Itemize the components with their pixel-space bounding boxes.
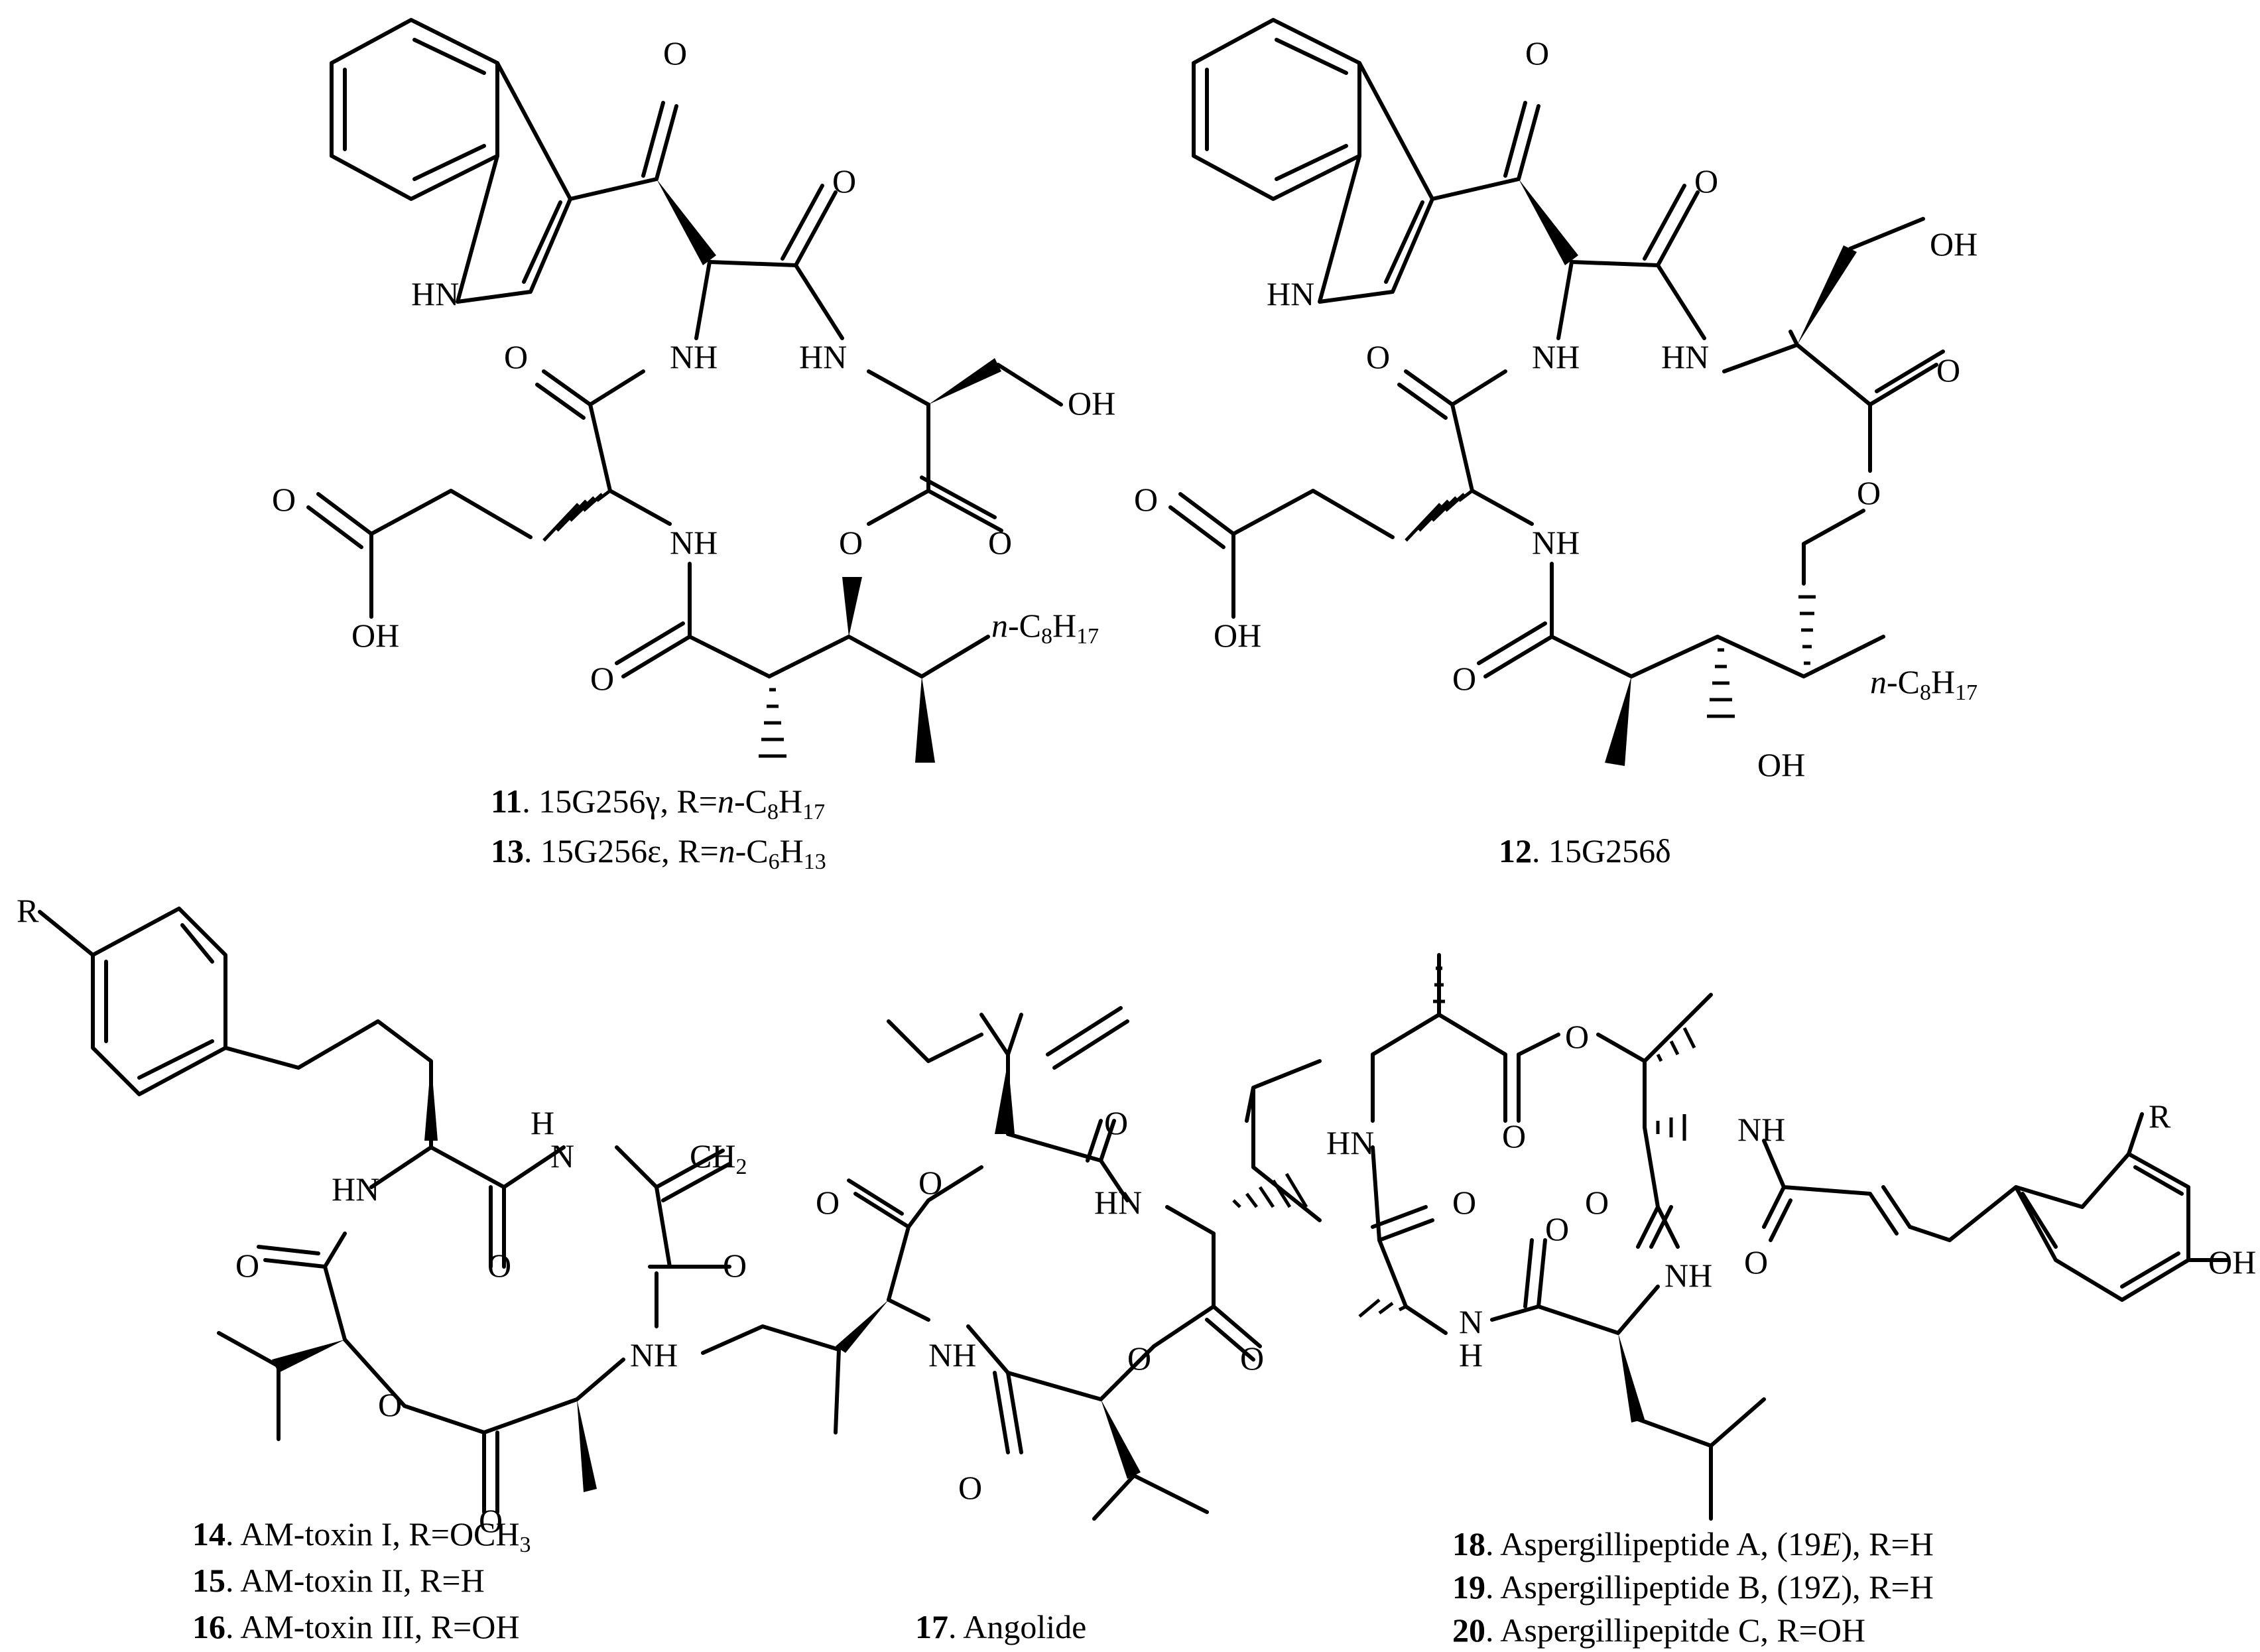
nh-label: NH bbox=[1532, 524, 1580, 561]
structure-12: O O OH HN NH HN O O O O NH OH O OH n-C8H… bbox=[1134, 18, 1978, 869]
hn-label: HN bbox=[332, 1171, 379, 1208]
oxygen-label: O bbox=[1525, 34, 1549, 72]
caption-17: 17. Angolide bbox=[915, 1608, 1086, 1645]
oxygen-label: O bbox=[1565, 1018, 1589, 1055]
nh-label: NH bbox=[1737, 1111, 1785, 1148]
ch2-label: CH2 bbox=[690, 1137, 747, 1179]
oxygen-label: O bbox=[235, 1247, 259, 1284]
hn-label: HN bbox=[799, 338, 847, 375]
n-c8h17-label: n-C8H17 bbox=[1870, 663, 1978, 705]
oh-label: OH bbox=[1214, 617, 1261, 654]
oxygen-label: O bbox=[1694, 162, 1718, 200]
r-label: R bbox=[17, 892, 39, 929]
oxygen-label: O bbox=[1104, 1104, 1128, 1141]
oh-label: OH bbox=[1757, 746, 1805, 783]
oxygen-label: O bbox=[504, 338, 528, 375]
oxygen-label: O bbox=[832, 162, 856, 200]
oxygen-label: O bbox=[1452, 1184, 1476, 1221]
oh-label: OH bbox=[1930, 225, 1978, 263]
oxygen-label: O bbox=[1366, 338, 1390, 375]
h-label: H bbox=[531, 1104, 554, 1141]
oxygen-label: O bbox=[1857, 474, 1881, 511]
oh-label: OH bbox=[2208, 1243, 2256, 1281]
caption-11: 11. 15G256γ, R=n-C8H17 bbox=[491, 783, 825, 824]
oxygen-label: O bbox=[1744, 1243, 1768, 1281]
oxygen-label: O bbox=[816, 1184, 840, 1221]
oxygen-label: O bbox=[918, 1164, 942, 1201]
nh-label: NH bbox=[1664, 1257, 1712, 1294]
oxygen-label: O bbox=[1452, 660, 1476, 697]
oxygen-label: O bbox=[479, 1502, 503, 1539]
oxygen-label: O bbox=[378, 1386, 402, 1423]
caption-13: 13. 15G256ε, R=n-C6H13 bbox=[491, 832, 826, 874]
oxygen-label: O bbox=[663, 34, 687, 72]
hn-label: HN bbox=[1094, 1184, 1142, 1221]
oxygen-label: O bbox=[272, 481, 296, 518]
caption-20: 20. Aspergillipepitde C, R=OH bbox=[1452, 1612, 1865, 1649]
oxygen-label: O bbox=[1545, 1210, 1569, 1247]
structure-18-20: O O NH R HN O O O OH NH O N H 18. Asperg… bbox=[1326, 953, 2256, 1649]
oh-label: OH bbox=[351, 617, 399, 654]
hn-label: HN bbox=[411, 275, 459, 312]
hn-label: HN bbox=[1326, 1124, 1374, 1161]
caption-12: 12. 15G256δ bbox=[1499, 832, 1671, 869]
n-label: N bbox=[550, 1137, 574, 1175]
oh-label: OH bbox=[1068, 385, 1115, 422]
oxygen-label: O bbox=[1502, 1117, 1526, 1155]
caption-16: 16. AM-toxin III, R=OH bbox=[192, 1608, 519, 1645]
nh-label: NH bbox=[928, 1336, 976, 1373]
caption-19: 19. Aspergillipeptide B, (19Z), R=H bbox=[1452, 1568, 1934, 1606]
oxygen-label: O bbox=[590, 660, 614, 697]
structure-14-16: R H N CH2 HN O O O NH O O 14. AM-toxin I… bbox=[17, 892, 747, 1645]
oxygen-label: O bbox=[1240, 1340, 1264, 1377]
oxygen-label: O bbox=[958, 1469, 982, 1506]
nh-label: NH bbox=[670, 338, 718, 375]
caption-14: 14. AM-toxin I, R=OCH3 bbox=[192, 1515, 531, 1557]
oxygen-label: O bbox=[723, 1247, 747, 1284]
oxygen-label: O bbox=[1134, 481, 1158, 518]
nh-label: NH bbox=[1532, 338, 1580, 375]
oxygen-label: O bbox=[1127, 1340, 1151, 1377]
n-c8h17-label: n-C8H17 bbox=[991, 607, 1099, 649]
oxygen-label: O bbox=[839, 524, 863, 561]
n-label: N bbox=[1459, 1303, 1483, 1340]
oxygen-label: O bbox=[1585, 1184, 1609, 1221]
h-label: H bbox=[1459, 1336, 1483, 1373]
structure-11-13: O O HN NH HN O OH O NH O O OH O n-C8H17 … bbox=[272, 18, 1115, 874]
hn-label: HN bbox=[1267, 275, 1314, 312]
caption-15: 15. AM-toxin II, R=H bbox=[192, 1562, 485, 1599]
oxygen-label: O bbox=[988, 524, 1012, 561]
r-label: R bbox=[2149, 1098, 2171, 1135]
structure-17: O O O HN O O NH O 17. Angolide bbox=[701, 1006, 1322, 1645]
caption-18: 18. Aspergillipeptide A, (19E), R=H bbox=[1452, 1525, 1934, 1562]
oxygen-label: O bbox=[487, 1247, 511, 1284]
oxygen-label: O bbox=[1936, 351, 1960, 389]
nh-label: NH bbox=[630, 1336, 678, 1373]
nh-label: NH bbox=[670, 524, 718, 561]
hn-label: HN bbox=[1661, 338, 1709, 375]
